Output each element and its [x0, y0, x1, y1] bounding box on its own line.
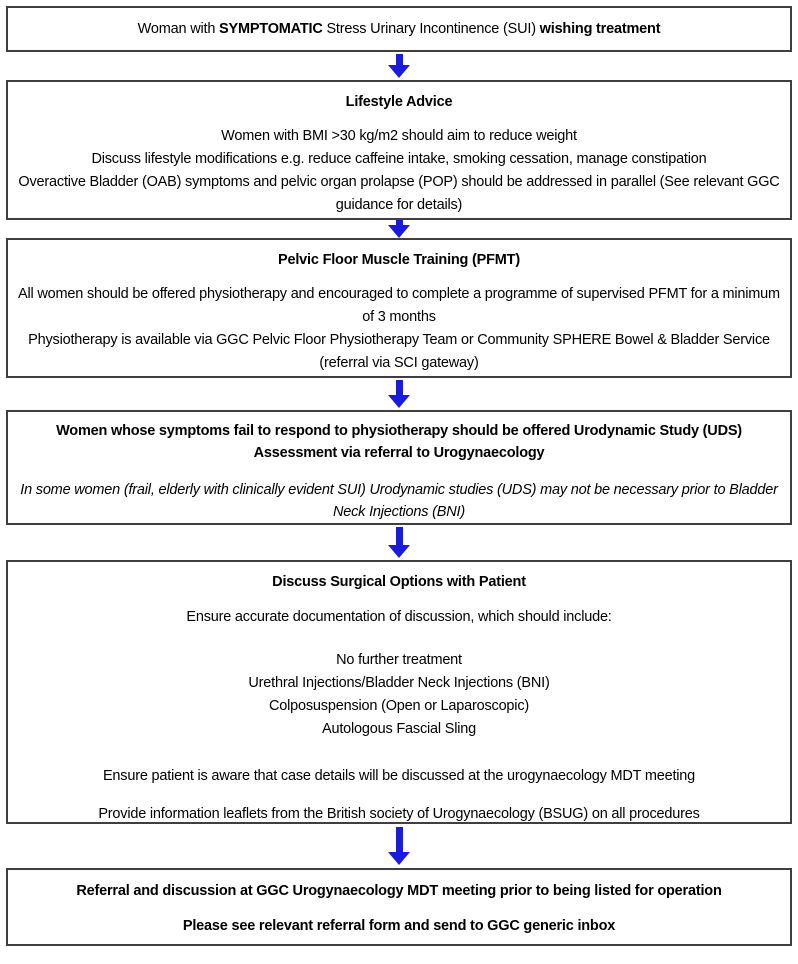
- referral-line-mdt: Referral and discussion at GGC Urogynaec…: [76, 883, 722, 899]
- surgical-title: Discuss Surgical Options with Patient: [272, 574, 526, 590]
- lifestyle-line-modifications: Discuss lifestyle modifications e.g. red…: [91, 151, 707, 167]
- arrow-shaft: [395, 827, 403, 852]
- start-text: Woman with SYMPTOMATIC Stress Urinary In…: [8, 18, 790, 41]
- down-arrow-icon: [388, 527, 410, 558]
- flow-arrow-3: [0, 378, 798, 410]
- surgical-option-fascial-sling: Autologous Fascial Sling: [322, 721, 476, 737]
- flow-box-referral-mdt: Referral and discussion at GGC Urogynaec…: [6, 868, 792, 946]
- surgical-options-list: No further treatment Urethral Injections…: [16, 649, 782, 741]
- start-text-part3: Stress Urinary Incontinence (SUI): [322, 21, 540, 37]
- flow-box-start: Woman with SYMPTOMATIC Stress Urinary In…: [6, 6, 792, 52]
- arrow-shaft: [395, 527, 403, 545]
- pfmt-line-availability: Physiotherapy is available via GGC Pelvi…: [28, 332, 770, 371]
- arrow-head: [388, 545, 410, 558]
- surgical-option-colposuspension: Colposuspension (Open or Laparoscopic): [269, 698, 529, 714]
- flow-box-lifestyle-advice: Lifestyle Advice Women with BMI >30 kg/m…: [6, 80, 792, 220]
- flow-arrow-4: [0, 525, 798, 560]
- arrow-head: [388, 852, 410, 865]
- arrow-head: [388, 395, 410, 408]
- arrow-shaft: [395, 220, 403, 225]
- lifestyle-line-oab-pop: Overactive Bladder (OAB) symptoms and pe…: [18, 174, 780, 213]
- arrow-head: [388, 65, 410, 78]
- uds-bold-statement: Women whose symptoms fail to respond to …: [56, 423, 742, 461]
- flow-arrow-1: [0, 52, 798, 80]
- surgical-note-leaflets: Provide information leaflets from the Br…: [98, 806, 700, 822]
- down-arrow-icon: [388, 54, 410, 78]
- arrow-head: [388, 225, 410, 238]
- uds-italic-note: In some women (frail, elderly with clini…: [20, 482, 778, 520]
- lifestyle-line-weight: Women with BMI >30 kg/m2 should aim to r…: [221, 128, 577, 144]
- arrow-shaft: [395, 380, 403, 395]
- arrow-shaft: [395, 54, 403, 65]
- down-arrow-icon: [388, 220, 410, 238]
- flow-box-surgical-options: Discuss Surgical Options with Patient En…: [6, 560, 792, 824]
- start-text-part1: Woman with: [137, 21, 220, 37]
- surgical-note-mdt: Ensure patient is aware that case detail…: [102, 768, 696, 784]
- flow-box-pfmt: Pelvic Floor Muscle Training (PFMT) All …: [6, 238, 792, 378]
- referral-line-inbox: Please see relevant referral form and se…: [182, 918, 616, 934]
- down-arrow-icon: [388, 380, 410, 408]
- flow-arrow-2: [0, 220, 798, 238]
- down-arrow-icon: [388, 827, 410, 865]
- surgical-option-bni: Urethral Injections/Bladder Neck Injecti…: [248, 675, 550, 691]
- surgical-option-no-treatment: No further treatment: [336, 652, 462, 668]
- flow-arrow-5: [0, 824, 798, 868]
- lifestyle-title: Lifestyle Advice: [345, 94, 453, 110]
- start-text-wishing-treatment: wishing treatment: [539, 21, 661, 37]
- surgical-intro: Ensure accurate documentation of discuss…: [186, 609, 612, 625]
- flow-box-uds-assessment: Women whose symptoms fail to respond to …: [6, 410, 792, 525]
- start-text-symptomatic: SYMPTOMATIC: [219, 21, 323, 37]
- pfmt-title: Pelvic Floor Muscle Training (PFMT): [278, 252, 520, 268]
- pfmt-line-programme: All women should be offered physiotherap…: [18, 286, 780, 325]
